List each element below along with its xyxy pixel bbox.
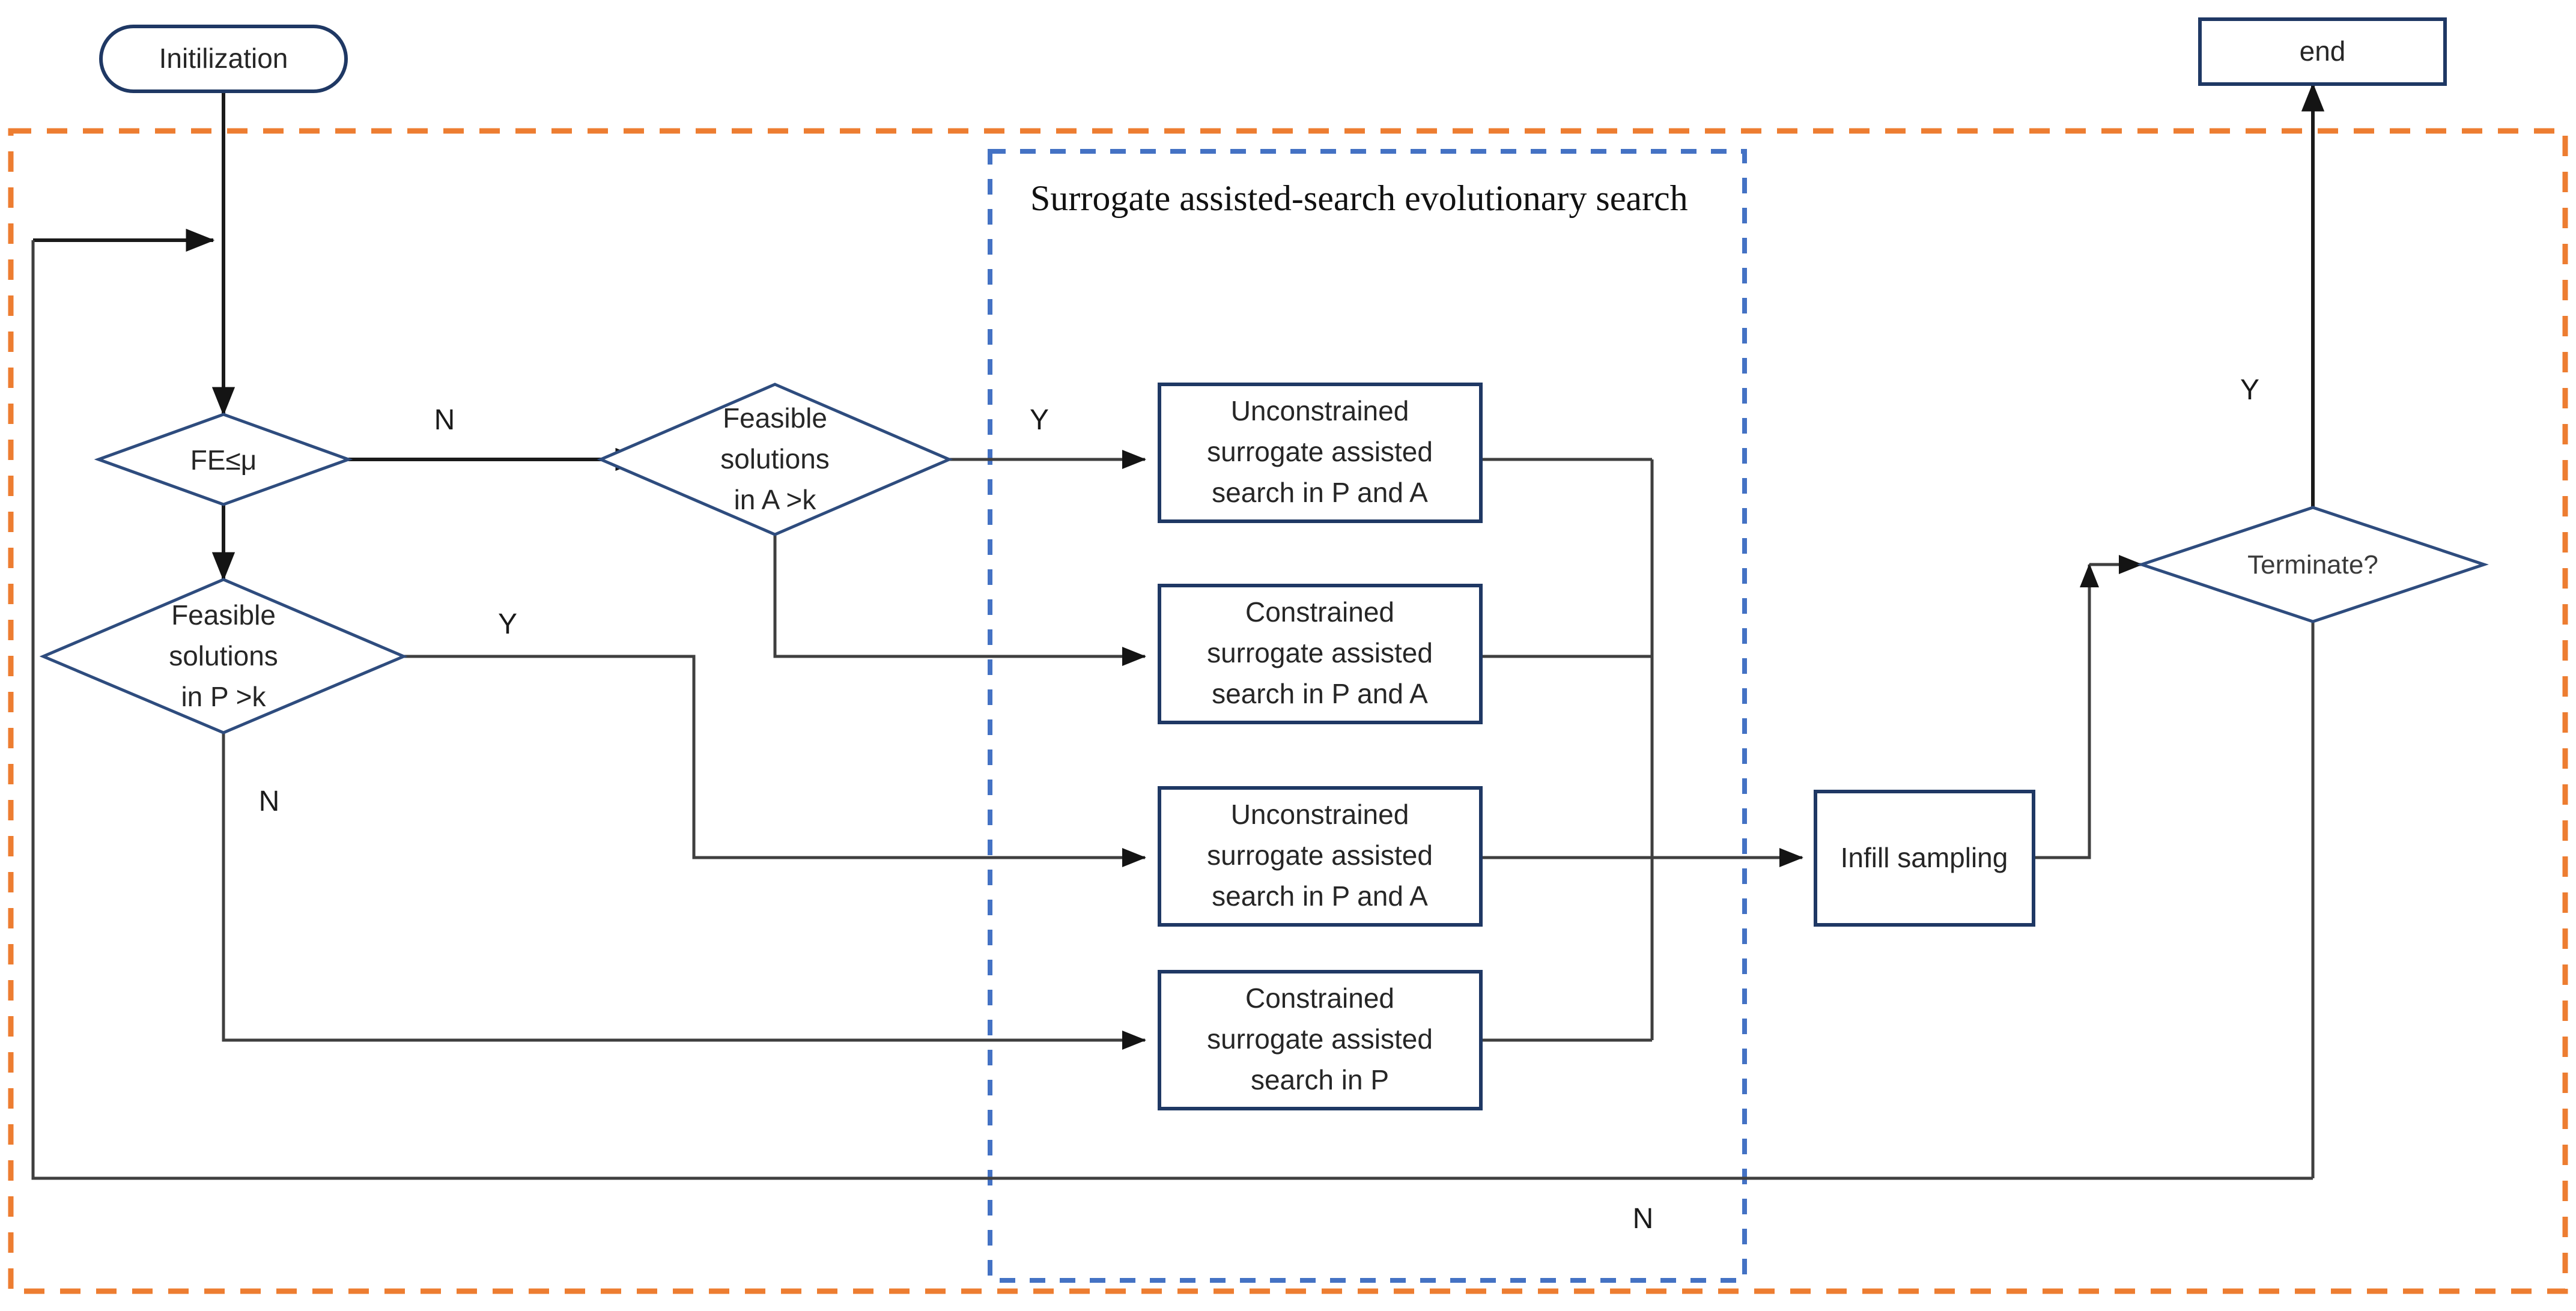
node-decision-p-line2: solutions [169, 640, 278, 671]
edge-label-terminate-no: N [1633, 1203, 1654, 1235]
node-box-constrained-p-4[interactable]: Constrained surrogate assisted search in… [1158, 970, 1483, 1110]
node-decision-a-line3: in A >k [734, 484, 817, 515]
node-infill-sampling[interactable]: Infill sampling [1814, 790, 2035, 927]
node-start-label: Initilization [159, 43, 288, 74]
inner-frame-title: Surrogate assisted-search evolutionary s… [1030, 178, 1688, 218]
node-infill-label: Infill sampling [1841, 842, 2008, 873]
node-box-constrained-pa-2[interactable]: Constrained surrogate assisted search in… [1158, 584, 1483, 724]
node-box4-line2: surrogate assisted [1207, 1023, 1433, 1055]
edge-infill-to-terminate [2034, 563, 2099, 859]
edge-label-a-yes: Y [1030, 404, 1049, 436]
edge-label-terminate-yes: Y [2240, 374, 2259, 406]
node-box1-line2: surrogate assisted [1207, 436, 1433, 467]
node-terminate-label: Terminate? [2247, 550, 2378, 580]
node-decision-fe[interactable]: FE≤μ [94, 413, 353, 506]
node-decision-p[interactable]: Feasible solutions in P >k [39, 578, 408, 734]
edge-label-fe-no: N [434, 404, 455, 436]
node-box4-line3: search in P [1251, 1064, 1389, 1095]
edge-p-yes-to-box3 [404, 655, 1147, 867]
outer-dashed-frame [8, 128, 2568, 1294]
node-box3-line3: search in P and A [1212, 880, 1428, 912]
edge-a-no-to-box2 [773, 516, 1147, 666]
edge-label-p-yes: Y [498, 608, 517, 640]
node-box-unconstrained-pa-3[interactable]: Unconstrained surrogate assisted search … [1158, 786, 1483, 927]
edge-label-p-no: N [259, 786, 280, 817]
node-box2-line1: Constrained [1245, 596, 1394, 628]
node-box3-line1: Unconstrained [1231, 799, 1409, 830]
node-end[interactable]: end [2198, 17, 2447, 86]
node-box1-line3: search in P and A [1212, 477, 1428, 508]
node-box2-line2: surrogate assisted [1207, 637, 1433, 668]
node-box3-line2: surrogate assisted [1207, 840, 1433, 871]
node-box2-line3: search in P and A [1212, 678, 1428, 709]
node-decision-fe-label: FE≤μ [190, 444, 257, 476]
inner-dashed-frame [988, 149, 1747, 1283]
node-decision-a[interactable]: Feasible solutions in A >k [597, 383, 953, 536]
node-end-label: end [2300, 35, 2346, 67]
node-start[interactable]: Initilization [99, 25, 348, 93]
node-decision-a-line2: solutions [720, 443, 830, 474]
node-decision-p-line3: in P >k [181, 681, 266, 712]
node-decision-a-line1: Feasible [723, 402, 827, 434]
edge-p-no-to-box4 [222, 733, 1147, 1050]
node-box1-line1: Unconstrained [1231, 395, 1409, 426]
node-decision-p-line1: Feasible [171, 599, 276, 631]
node-decision-terminate[interactable]: Terminate? [2137, 506, 2489, 623]
node-box-unconstrained-pa-1[interactable]: Unconstrained surrogate assisted search … [1158, 383, 1483, 523]
edge-loopback-rail [31, 240, 2313, 1180]
node-box4-line1: Constrained [1245, 982, 1394, 1014]
